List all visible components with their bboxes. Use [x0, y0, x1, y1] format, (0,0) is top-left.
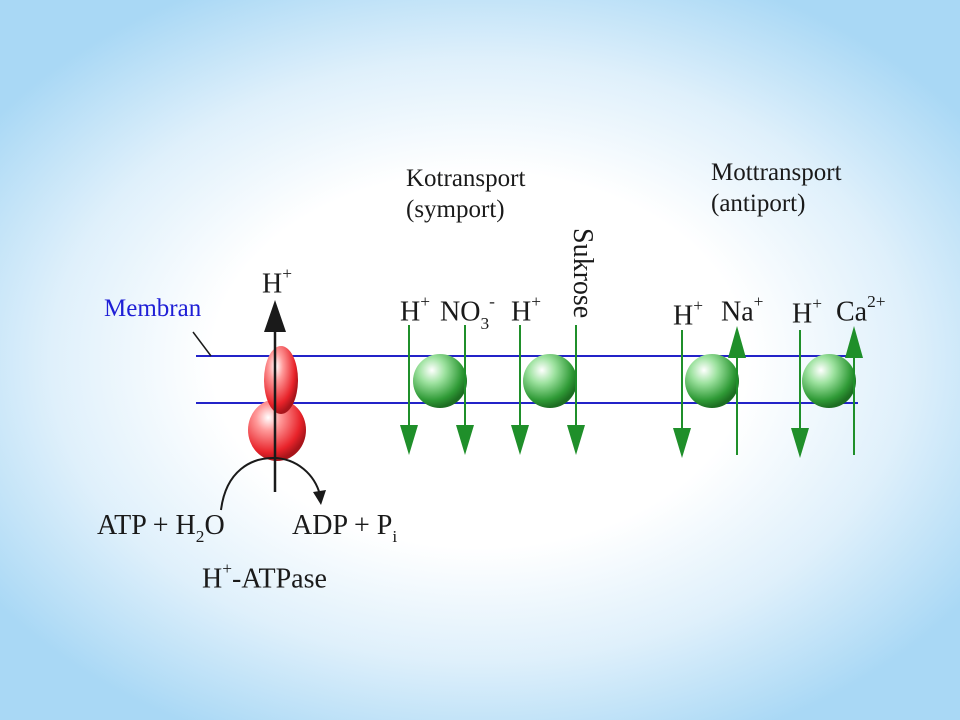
kotransport-heading: Kotransport (symport) [406, 163, 525, 225]
antiport-arrows [673, 326, 863, 458]
sodium-label: Na+ [721, 292, 764, 328]
nitrate-label: NO3- [440, 292, 495, 333]
carrier-sodium [685, 354, 739, 408]
kotransport-line2: (symport) [406, 196, 505, 223]
membran-pointer [192, 331, 212, 357]
atp-label: ATP + H2O [97, 510, 225, 547]
sukrose-label: Sukrose [567, 228, 598, 319]
proton-label-4: H+ [792, 294, 823, 330]
adp-label: ADP + Pi [292, 510, 398, 547]
membran-label: Membran [104, 295, 202, 322]
calcium-label: Ca2+ [836, 292, 886, 328]
proton-label-2: H+ [511, 292, 542, 328]
mottransport-line2: (antiport) [711, 190, 806, 217]
carrier-nitrate [413, 354, 467, 408]
mottransport-heading: Mottransport (antiport) [711, 157, 842, 219]
atpase-label: H+-ATPase [202, 559, 327, 595]
proton-label-3: H+ [673, 296, 704, 332]
pump-proton-label: H+ [262, 264, 293, 300]
carrier-calcium [802, 354, 856, 408]
mottransport-line1: Mottransport [711, 159, 842, 186]
symport-arrows [400, 325, 585, 455]
pump-up-arrow [264, 300, 286, 332]
h-atpase-pump [248, 346, 306, 461]
atp-adp-arrowhead [313, 490, 326, 505]
carrier-sucrose [523, 354, 577, 408]
proton-label-1: H+ [400, 292, 431, 328]
atp-adp-curve [220, 456, 321, 511]
kotransport-line1: Kotransport [406, 165, 526, 192]
